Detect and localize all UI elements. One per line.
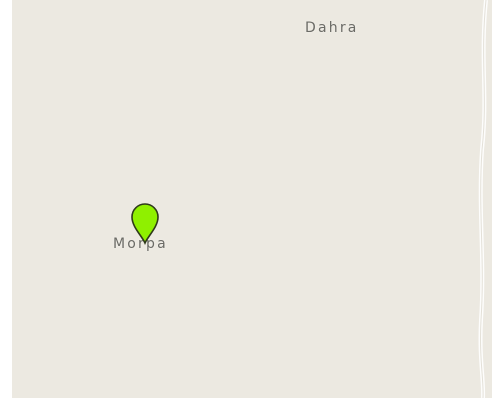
map-base-layer [12,0,492,398]
place-label-dahra[interactable]: Dahra [305,20,359,36]
map-pin-icon [131,203,159,245]
map-canvas[interactable]: Dahra Morpa [12,0,492,398]
road-edge-line [480,0,487,398]
location-marker[interactable] [130,203,160,245]
place-label-morpa[interactable]: Morpa [113,236,168,252]
